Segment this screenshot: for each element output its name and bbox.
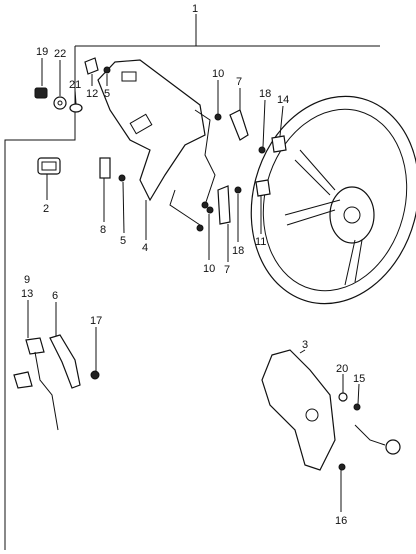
callout-7-upper: 7 bbox=[236, 76, 242, 88]
callout-3: 3 bbox=[302, 339, 308, 351]
callout-8: 8 bbox=[100, 224, 106, 236]
callout-5-lower: 5 bbox=[120, 235, 126, 247]
callout-21: 21 bbox=[69, 79, 81, 91]
callout-14: 14 bbox=[277, 94, 289, 106]
callout-22: 22 bbox=[54, 48, 66, 60]
callout-labels: 1 19 22 21 12 5 10 7 18 14 2 8 5 4 10 7 … bbox=[21, 3, 365, 527]
callout-4: 4 bbox=[142, 242, 148, 254]
callout-12: 12 bbox=[86, 88, 98, 100]
callout-18-upper: 18 bbox=[259, 88, 271, 100]
callout-17: 17 bbox=[90, 315, 102, 327]
callout-6: 6 bbox=[52, 290, 58, 302]
callout-10-upper: 10 bbox=[212, 68, 224, 80]
callout-11: 11 bbox=[255, 236, 266, 248]
small-parts bbox=[34, 57, 287, 225]
leader-lines bbox=[27, 58, 360, 512]
callout-15: 15 bbox=[353, 373, 365, 385]
callout-1: 1 bbox=[192, 3, 198, 15]
switch-wiring bbox=[169, 109, 216, 232]
callout-2: 2 bbox=[43, 203, 49, 215]
lower-horn-pad bbox=[261, 349, 401, 471]
callout-9: 9 bbox=[24, 274, 30, 286]
steering-wheel bbox=[250, 95, 416, 305]
callout-5-upper: 5 bbox=[104, 88, 110, 100]
callout-13: 13 bbox=[21, 288, 33, 300]
callout-18-lower: 18 bbox=[232, 245, 244, 257]
callout-19: 19 bbox=[36, 46, 48, 58]
callout-16: 16 bbox=[335, 515, 347, 527]
callout-7-lower: 7 bbox=[224, 264, 230, 276]
lower-left-switch-assembly bbox=[13, 334, 100, 431]
horn-pad-cover bbox=[97, 59, 206, 202]
callout-20: 20 bbox=[336, 363, 348, 375]
callout-10-lower: 10 bbox=[203, 263, 215, 275]
